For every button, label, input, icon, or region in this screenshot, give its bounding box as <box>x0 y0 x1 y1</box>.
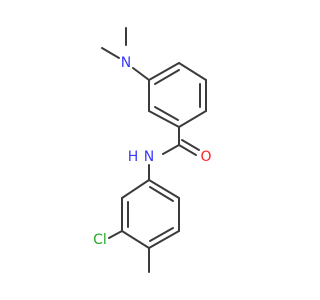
ring2-bond-3 <box>148 230 180 249</box>
ring1-bond-4 <box>178 110 207 128</box>
atom-o-carbonyl: O <box>200 149 211 165</box>
ring1-bond-2 <box>178 62 207 81</box>
ring2-inner-2 <box>149 227 174 242</box>
atom-h-amide-label: H <box>128 149 139 165</box>
bond-methyl-n-1 <box>101 47 120 59</box>
ring1-bond-1 <box>148 62 180 81</box>
bond-carbonyl-o-1 <box>178 144 197 156</box>
bond-carbonyl-o-2 <box>181 139 200 151</box>
atom-n-amine: N <box>121 55 131 71</box>
atom-o-label: O <box>200 149 211 165</box>
atom-n-amide-label: N <box>144 149 154 165</box>
atom-n-amine-label: N <box>121 55 131 71</box>
atom-n-amide: N H <box>128 149 155 165</box>
ring2-inner-1 <box>149 186 174 202</box>
ring1-inner-3 <box>154 106 179 121</box>
atom-cl: Cl <box>93 232 107 248</box>
ring1-inner-1 <box>154 69 180 85</box>
bond-n-ring <box>132 67 150 81</box>
ring2-bond-4 <box>121 230 150 249</box>
atom-cl-label: Cl <box>93 232 107 248</box>
bond-ring-cl <box>108 230 123 239</box>
bond-carbonyl-n <box>162 144 180 155</box>
ring1-bond-5 <box>148 110 180 128</box>
ring2-bond-1 <box>148 179 180 199</box>
molecule-structure: N N H O Cl <box>93 27 212 273</box>
ring2-bond-6 <box>121 179 150 199</box>
